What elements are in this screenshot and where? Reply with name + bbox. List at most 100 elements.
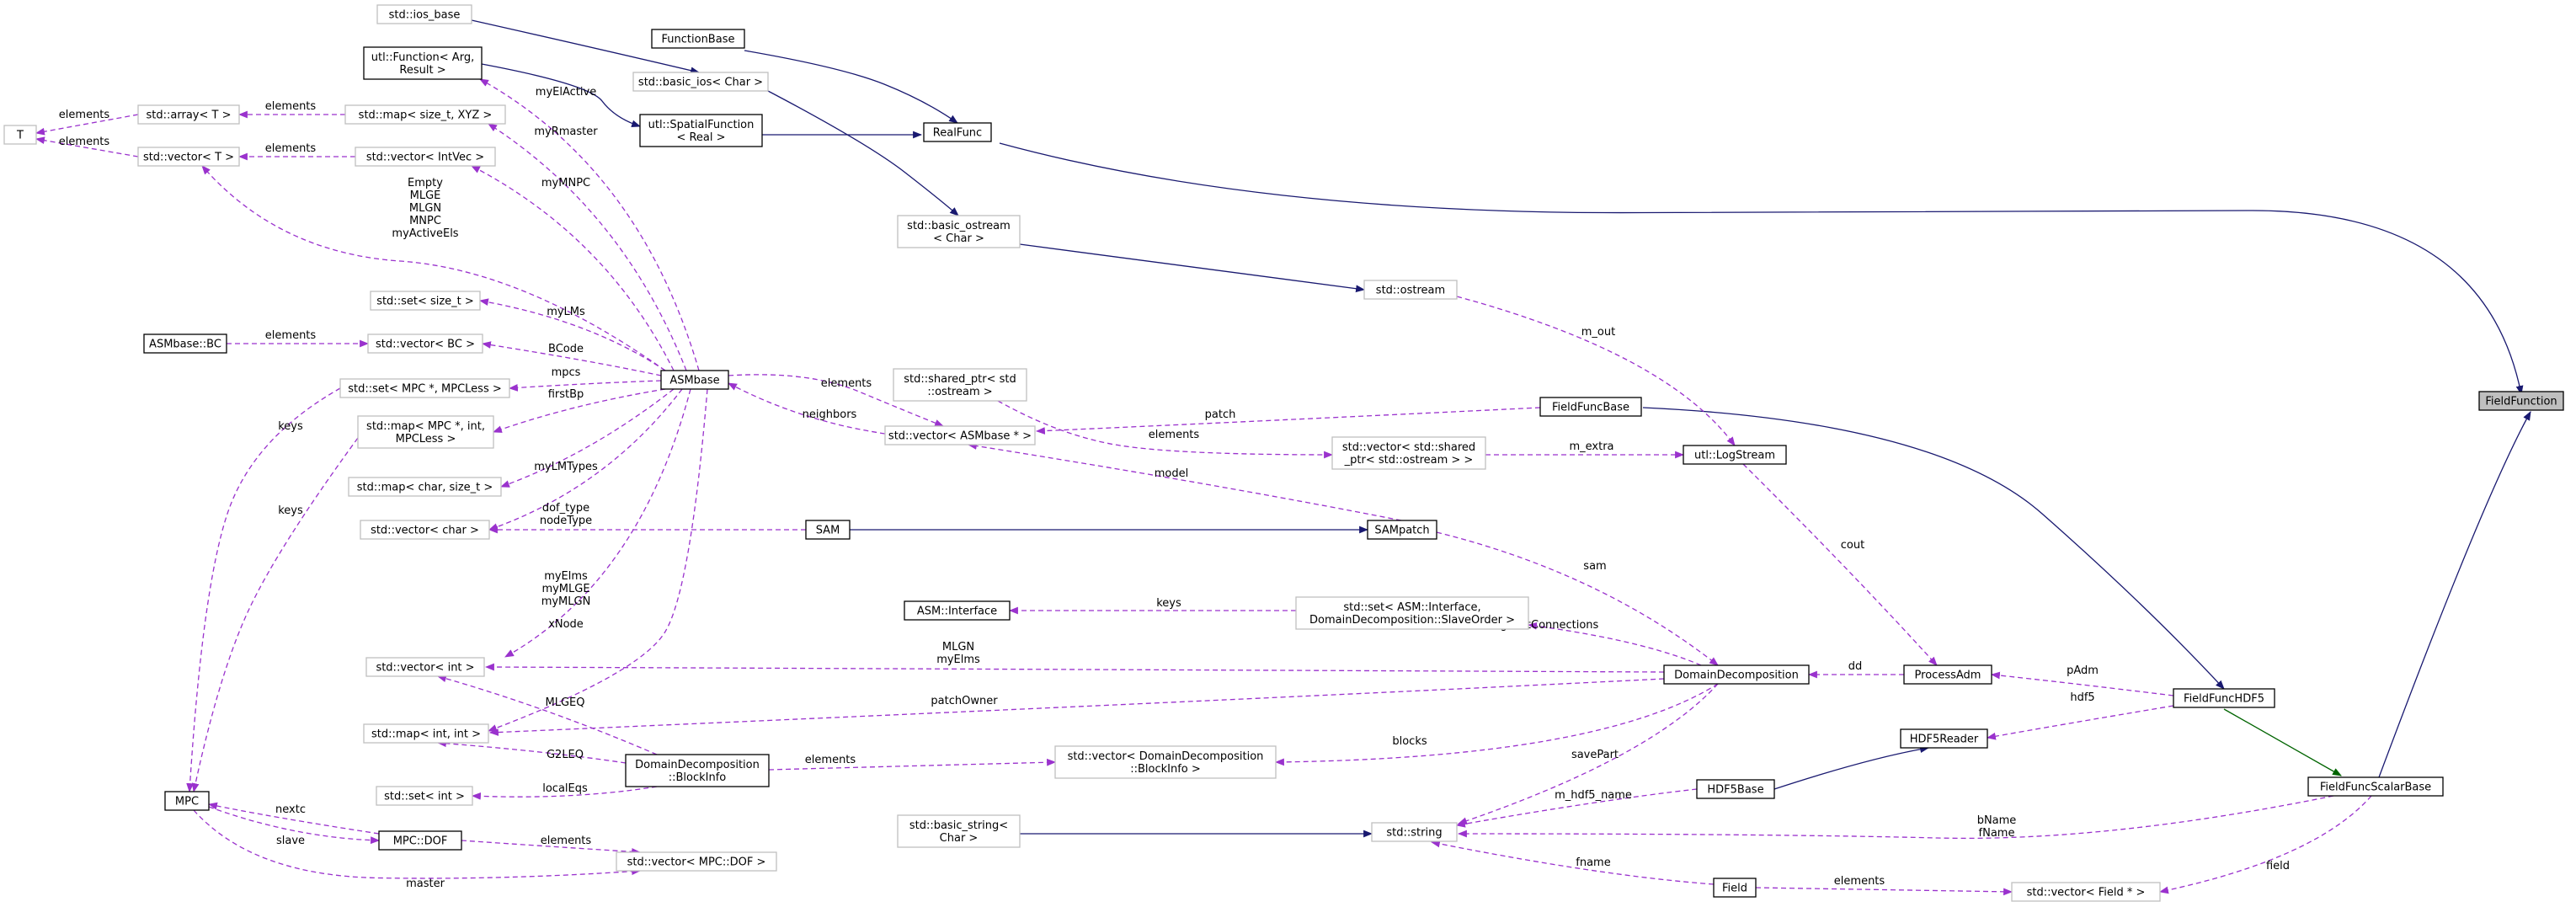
class-node-real-func[interactable]: RealFunc xyxy=(923,122,992,142)
class-node-sampatch[interactable]: SAMpatch xyxy=(1367,520,1437,540)
class-node-vec-bc[interactable]: std::vector< BC > xyxy=(367,333,483,354)
edge-label: keys xyxy=(278,504,303,517)
class-node-sam[interactable]: SAM xyxy=(805,520,851,540)
edge-label: elements xyxy=(1834,875,1885,888)
class-node-string[interactable]: std::string xyxy=(1371,822,1458,842)
edge-label-line: m_out xyxy=(1581,326,1615,339)
edge-label-line: myMNPC xyxy=(541,177,590,189)
class-node-box xyxy=(2478,391,2564,411)
class-node-vec-t[interactable]: std::vector< T > xyxy=(137,147,240,167)
class-node-mpc[interactable]: MPC xyxy=(164,791,210,811)
class-node-t[interactable]: T xyxy=(3,125,37,145)
class-node-hdf5-reader[interactable]: HDF5Reader xyxy=(1900,728,1988,749)
class-node-mapintint[interactable]: std::map< int, int > xyxy=(363,723,489,744)
class-node-asmbase[interactable]: ASMbase xyxy=(660,370,729,390)
edge-hdf5-base-to-hdf5-reader xyxy=(1773,745,1930,790)
edge-label-line: elements xyxy=(265,329,317,342)
class-node-box xyxy=(137,147,240,167)
class-node-box xyxy=(625,754,770,787)
class-node-set-mpc[interactable]: std::set< MPC *, MPCLess > xyxy=(339,378,510,398)
edge-label: elements xyxy=(265,100,317,113)
edge-label-line: MLGE xyxy=(410,189,441,202)
class-node-field-func-hdf5[interactable]: FieldFuncHDF5 xyxy=(2173,688,2275,708)
edge-hdf5-reader-to-field-func-hdf5 xyxy=(1986,705,2174,740)
edge-sampatch-to-domain-decomposition xyxy=(1436,531,1719,666)
edge-label: neighbors xyxy=(803,408,857,421)
class-node-label: std::map< MPC *, int, xyxy=(366,420,485,433)
class-node-mpcdof[interactable]: MPC::DOF xyxy=(378,830,462,851)
class-node-process-adm[interactable]: ProcessAdm xyxy=(1903,664,1992,685)
edge-label: myLMTypes xyxy=(534,461,598,473)
edge-label: elements xyxy=(265,142,317,155)
class-node-box xyxy=(378,830,462,851)
class-node-setint[interactable]: std::set< int > xyxy=(376,786,473,806)
class-node-basicios[interactable]: std::basic_ios< Char > xyxy=(632,72,769,92)
class-node-map-xyz[interactable]: std::map< size_t, XYZ > xyxy=(344,104,506,125)
edge-label-line: myMLGN xyxy=(541,595,591,608)
class-node-array-t[interactable]: std::array< T > xyxy=(137,104,240,125)
edge-label-line: myLMTypes xyxy=(534,461,598,473)
class-node-label: utl::Function< Arg, xyxy=(371,51,474,64)
class-node-block-info[interactable]: DomainDecomposition::BlockInfo xyxy=(625,754,770,787)
class-node-ostream[interactable]: std::ostream xyxy=(1363,280,1458,300)
edge-label-line: field xyxy=(2266,860,2290,872)
class-node-mapcharsize[interactable]: std::map< char, size_t > xyxy=(348,477,502,497)
class-node-basicostream[interactable]: std::basic_ostream< Char > xyxy=(897,215,1021,248)
class-node-field-function[interactable]: FieldFunction xyxy=(2478,391,2564,411)
class-node-label: HDF5Reader xyxy=(1910,734,1979,746)
class-node-asmbase-bc[interactable]: ASMbase::BC xyxy=(143,333,227,354)
class-node-box xyxy=(1539,397,1642,417)
class-node-asminterface[interactable]: ASM::Interface xyxy=(904,600,1011,621)
edge-label-line: neighbors xyxy=(803,408,857,421)
class-node-vecchar[interactable]: std::vector< char > xyxy=(360,520,490,540)
class-node-box xyxy=(376,4,472,24)
class-node-vecsharedptr[interactable]: std::vector< std::shared_ptr< std::ostre… xyxy=(1331,436,1486,470)
class-node-label: std::set< int > xyxy=(384,791,465,803)
class-node-spatial-function[interactable]: utl::SpatialFunction< Real > xyxy=(639,114,763,147)
edge-iosbase-to-basicios xyxy=(471,19,701,75)
class-node-field-func-scalar-base[interactable]: FieldFuncScalarBase xyxy=(2307,776,2444,797)
edge-label-line: firstBp xyxy=(548,388,584,401)
class-node-field[interactable]: Field xyxy=(1713,878,1757,898)
class-node-basicstring[interactable]: std::basic_string<Char > xyxy=(897,814,1021,848)
edge-field-func-scalar-base-to-string xyxy=(1457,795,2334,840)
edge-label-line: MLGN xyxy=(409,202,441,215)
class-node-box xyxy=(1295,596,1529,630)
class-node-label: FunctionBase xyxy=(662,34,735,46)
class-node-label: ::BlockInfo > xyxy=(1130,763,1201,776)
class-node-function-base[interactable]: FunctionBase xyxy=(651,29,745,49)
class-node-label: SAMpatch xyxy=(1374,525,1429,537)
class-node-vec-mpcdof[interactable]: std::vector< MPC::DOF > xyxy=(616,851,777,872)
class-node-vec-block-info[interactable]: std::vector< DomainDecomposition::BlockI… xyxy=(1054,745,1277,779)
class-node-log-stream[interactable]: utl::LogStream xyxy=(1683,445,1787,465)
class-node-domain-decomposition[interactable]: DomainDecomposition xyxy=(1663,664,1810,685)
class-node-box xyxy=(897,814,1021,848)
edge-label: cout xyxy=(1841,539,1864,552)
edge-label-line: dof_type xyxy=(542,502,589,515)
class-node-box xyxy=(1054,745,1277,779)
edge-asmbase-to-mapcharsize xyxy=(499,388,675,488)
class-node-box xyxy=(363,723,489,744)
class-node-vec-int-vec[interactable]: std::vector< IntVec > xyxy=(355,147,496,167)
edge-label-line: master xyxy=(406,878,445,890)
class-node-box xyxy=(884,425,1036,445)
edge-field-func-scalar-base-to-field-function xyxy=(2378,411,2531,778)
class-node-map-mpc[interactable]: std::map< MPC *, int,MPCLess > xyxy=(357,415,494,449)
class-node-label: std::basic_string< xyxy=(909,819,1008,832)
class-node-vecint[interactable]: std::vector< int > xyxy=(365,657,485,677)
class-node-vec-field[interactable]: std::vector< Field * > xyxy=(2011,882,2161,902)
class-node-set-asminterface[interactable]: std::set< ASM::Interface,DomainDecomposi… xyxy=(1295,596,1529,630)
class-node-hdf5-base[interactable]: HDF5Base xyxy=(1696,779,1775,799)
class-node-field-func-base[interactable]: FieldFuncBase xyxy=(1539,397,1642,417)
class-node-setsize[interactable]: std::set< size_t > xyxy=(370,291,481,311)
edge-label-line: blocks xyxy=(1392,735,1427,748)
edge-label-line: keys xyxy=(278,504,303,517)
class-node-vec-asmbase[interactable]: std::vector< ASMbase * > xyxy=(884,425,1036,445)
class-node-label: std::map< int, int > xyxy=(371,728,481,741)
class-node-utl-function[interactable]: utl::Function< Arg,Result > xyxy=(363,46,483,80)
class-node-sharedptr[interactable]: std::shared_ptr< std::ostream > xyxy=(893,368,1027,402)
class-node-iosbase[interactable]: std::ios_base xyxy=(376,4,472,24)
edge-set-mpc-to-mpc xyxy=(186,387,341,793)
